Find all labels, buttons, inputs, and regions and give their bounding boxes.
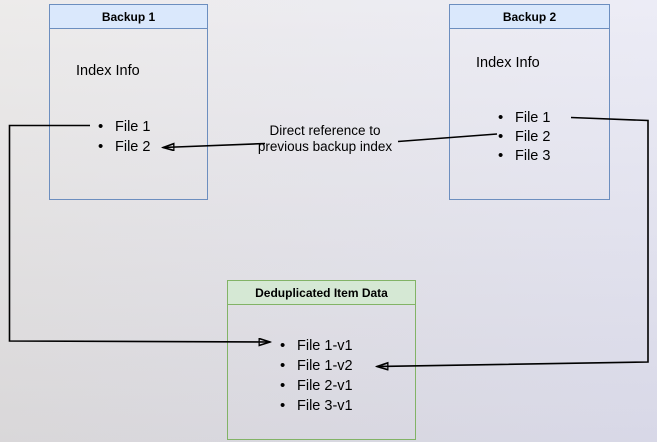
backup2-file-item: File 1 (498, 108, 550, 127)
backup1-index-info-label: Index Info (76, 63, 140, 79)
backup1-file-list: File 1 File 2 (98, 117, 150, 157)
backup2-file-item: File 3 (498, 146, 550, 165)
dedup-title: Deduplicated Item Data (228, 281, 415, 305)
backup2-box: Backup 2 Index Info File 1 File 2 File 3 (449, 4, 610, 200)
dedup-file-item: File 1-v1 (280, 336, 353, 356)
backup2-title: Backup 2 (450, 5, 609, 29)
backup2-file-item: File 2 (498, 127, 550, 146)
dedup-file-item: File 1-v2 (280, 356, 353, 376)
backup1-file-item: File 1 (98, 117, 150, 137)
backup1-file-item: File 2 (98, 137, 150, 157)
dedup-file-item: File 3-v1 (280, 396, 353, 416)
backup1-title: Backup 1 (50, 5, 207, 29)
backup1-box: Backup 1 Index Info File 1 File 2 (49, 4, 208, 200)
dedup-file-item: File 2-v1 (280, 376, 353, 396)
backup2-index-info-label: Index Info (476, 55, 540, 71)
dedup-box: Deduplicated Item Data File 1-v1 File 1-… (227, 280, 416, 440)
direct-reference-annotation: Direct reference to previous backup inde… (243, 123, 407, 154)
backup2-file-list: File 1 File 2 File 3 (498, 108, 550, 165)
annotation-line2: previous backup index (257, 138, 393, 154)
annotation-line1: Direct reference to (269, 123, 381, 138)
dedup-file-list: File 1-v1 File 1-v2 File 2-v1 File 3-v1 (280, 336, 353, 416)
